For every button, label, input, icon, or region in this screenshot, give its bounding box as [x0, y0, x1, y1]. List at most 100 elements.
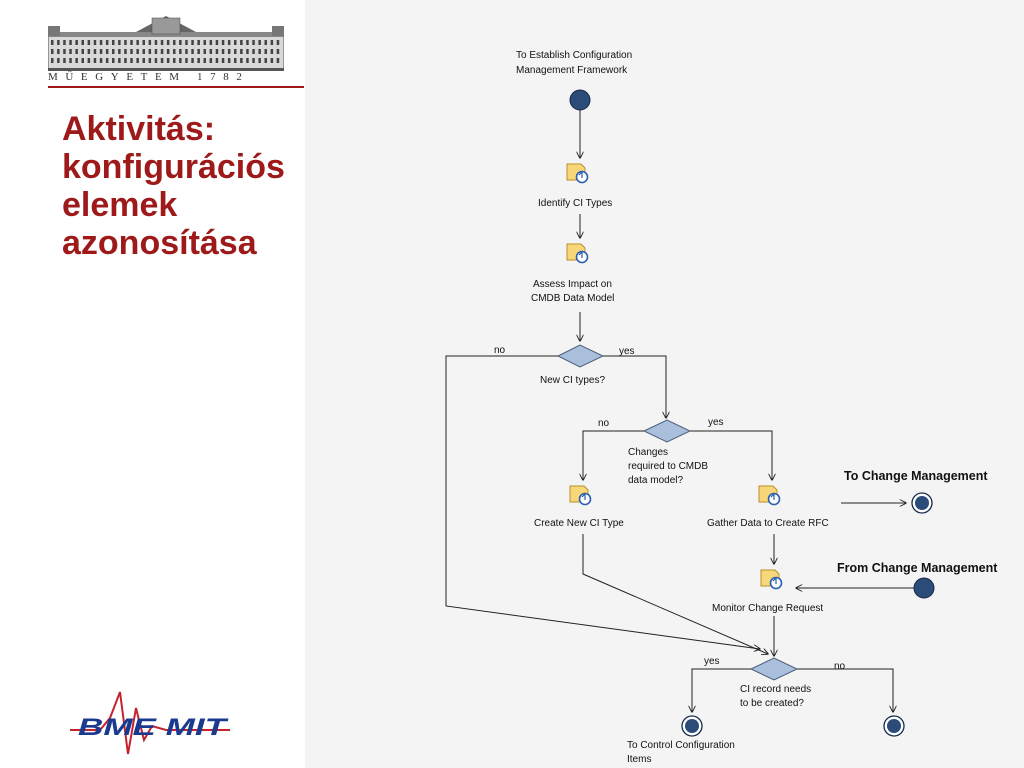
assess-impact-label-line: CMDB Data Model — [531, 293, 614, 304]
building-window — [75, 58, 78, 63]
building-window — [112, 40, 115, 45]
from-change-management-label: From Change Management — [837, 561, 998, 575]
building-window — [246, 49, 249, 54]
flow-edge-yes — [603, 355, 666, 418]
building-window — [203, 49, 206, 54]
building-window — [130, 49, 133, 54]
building-window — [203, 40, 206, 45]
identify-ci-types-label: Identify CI Types — [538, 198, 612, 209]
branch-no-label: no — [494, 345, 506, 356]
building-window — [69, 58, 72, 63]
create-new-ci-type-icon[interactable] — [569, 485, 592, 506]
building-window — [191, 40, 194, 45]
building-window — [124, 49, 127, 54]
building-window — [240, 58, 243, 63]
assess-impact-icon[interactable] — [566, 243, 589, 264]
building-window — [57, 40, 60, 45]
from-change-management-node[interactable] — [913, 577, 935, 599]
building-window — [227, 40, 231, 45]
branch-no-label: no — [598, 418, 610, 429]
building-window — [130, 58, 133, 63]
building-window — [166, 40, 170, 45]
building-window — [63, 49, 66, 54]
building-window — [179, 40, 182, 45]
branch-yes-label: yes — [619, 346, 635, 357]
branch-yes-label: yes — [708, 417, 724, 428]
building-window — [221, 49, 225, 54]
building-window — [63, 40, 66, 45]
changes-required-label-line: Changes — [628, 447, 668, 458]
building-window — [227, 49, 231, 54]
slide-left-pane: MŰEGYETEM 1782 Aktivitás: konfigurációs … — [0, 0, 305, 768]
building-window — [185, 40, 188, 45]
building-window — [69, 40, 72, 45]
building-window — [264, 58, 267, 63]
building-window — [221, 58, 225, 63]
building-window — [57, 49, 60, 54]
to-control-configuration-node-core — [685, 719, 699, 733]
new-ci-types-label: New CI types? — [540, 375, 605, 386]
activity-diagram-canvas: To Establish Configuration Management Fr… — [445, 50, 998, 765]
flow-edge-no — [583, 430, 644, 480]
start-label-line: To Establish Configuration — [516, 50, 632, 61]
building-window — [105, 49, 109, 54]
building-window — [99, 40, 103, 45]
building-window — [173, 49, 176, 54]
building-window — [81, 58, 84, 63]
ci-record-label-line: CI record needs — [740, 684, 811, 695]
building-window — [179, 58, 182, 63]
building-window — [148, 58, 152, 63]
flow-edge-yes — [692, 668, 751, 712]
building-window — [93, 58, 97, 63]
building-window — [209, 40, 213, 45]
building-window — [264, 49, 267, 54]
logo-caption: MŰEGYETEM 1782 — [48, 71, 250, 83]
building-window — [154, 40, 158, 45]
building-window — [246, 58, 249, 63]
building-window — [185, 58, 188, 63]
building-window — [87, 58, 91, 63]
building-window — [173, 40, 176, 45]
building-window — [105, 58, 109, 63]
identify-ci-types-icon[interactable] — [566, 163, 589, 184]
building-window — [112, 49, 115, 54]
building-window — [136, 40, 139, 45]
building-window — [276, 40, 280, 45]
to-change-management-node-core — [915, 496, 929, 510]
building-window — [136, 49, 139, 54]
ci-record-decision[interactable] — [749, 657, 799, 681]
building-window — [234, 58, 237, 63]
changes-required-decision[interactable] — [642, 419, 692, 443]
building-window — [215, 58, 219, 63]
start-node[interactable] — [569, 89, 591, 111]
building-window — [160, 49, 164, 54]
building-window — [142, 49, 145, 54]
building-window — [51, 49, 54, 54]
new-ci-types-decision[interactable] — [556, 344, 605, 368]
building-window — [166, 58, 170, 63]
bme-mit-logo-text: BME MIT — [78, 714, 229, 741]
building-window — [93, 49, 97, 54]
ci-record-label-line: to be created? — [740, 698, 804, 709]
page-title: Aktivitás: konfigurációs elemek azonosít… — [62, 110, 322, 262]
building-window — [215, 49, 219, 54]
title-line: elemek — [62, 186, 178, 224]
building-window — [185, 49, 188, 54]
building-window — [240, 40, 243, 45]
building-window — [215, 40, 219, 45]
building-window — [270, 40, 274, 45]
monitor-change-request-icon[interactable] — [760, 569, 783, 590]
building-window — [136, 58, 139, 63]
building-window — [246, 40, 249, 45]
building-window — [99, 49, 103, 54]
building-window — [130, 40, 133, 45]
building-window — [148, 49, 152, 54]
building-window — [166, 49, 170, 54]
building-window — [191, 49, 194, 54]
branch-no-label: no — [834, 661, 846, 672]
building-window — [154, 49, 158, 54]
university-building-logo — [48, 16, 284, 71]
building-window — [209, 58, 213, 63]
gather-data-rfc-icon[interactable] — [758, 485, 781, 506]
flow-edge-yes — [690, 430, 772, 480]
